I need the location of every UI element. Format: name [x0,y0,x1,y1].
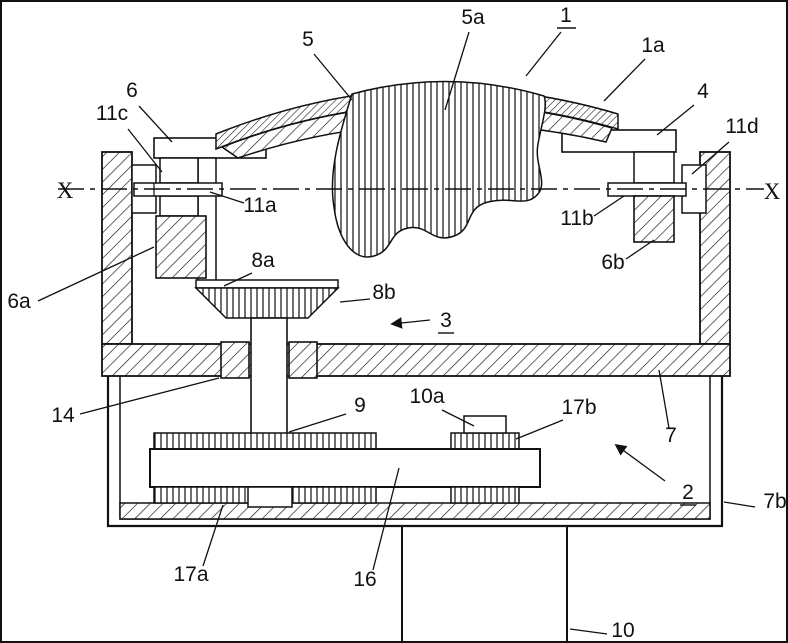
left-support-block [155,215,207,279]
gear-teeth-bottom-right [450,486,520,504]
label-7b: 7b [763,490,786,513]
label-14: 14 [51,404,75,427]
label-6a: 6a [7,290,31,313]
leader-17a [202,504,224,567]
leader-9 [288,413,347,433]
leader-1a [603,58,646,102]
left-pivot-bracket-lower [159,195,199,217]
left-pivot-bracket-upper [159,157,199,184]
label-9: 9 [354,394,366,417]
label-16: 16 [353,568,376,591]
reference-labels: 5 5a 1 1a 4 6 11c 11d X X 11a 11b 6b 6a … [7,4,786,642]
gear-teeth-top-left [153,432,377,450]
bevel-gear [194,287,340,319]
label-1a: 1a [641,34,665,57]
upper-housing-left-wall [101,151,133,345]
lower-housing-outer-wall [106,376,724,528]
label-7: 7 [665,424,677,447]
leader-7 [658,369,670,429]
leader-5a [444,31,470,111]
label-11b: 11b [560,207,593,230]
leader-8b [339,298,371,303]
drive-shaft [250,317,288,450]
label-17a: 17a [173,563,208,586]
label-1: 1 [560,4,572,27]
label-x-left: X [57,178,74,203]
lower-housing-bottom-plate [119,502,711,520]
label-17b: 17b [561,396,596,419]
leader-11b [593,195,625,217]
label-5a: 5a [461,6,485,29]
region-arrow-2 [614,443,666,482]
label-10a: 10a [409,385,444,408]
right-support-block [633,195,675,243]
pinion-block [463,415,507,434]
leader-17b [515,419,564,440]
label-3: 3 [440,309,452,332]
leader-8a [223,272,253,287]
label-8b: 8b [372,281,395,304]
region-arrow-3 [390,317,431,329]
leader-14 [79,377,220,415]
gear-teeth-top-right [450,432,520,450]
label-x-right: X [764,179,781,204]
label-11d: 11d [725,115,758,138]
bevel-gear-top-plate [195,279,339,289]
upper-housing [101,151,731,377]
leader-6 [138,105,173,143]
leader-6a [37,246,155,302]
label-11a: 11a [243,194,277,217]
shaft-bearing-left [220,341,250,379]
upper-housing-floor [101,343,731,377]
label-11c: 11c [96,102,128,125]
right-pivot-assembly [607,151,707,243]
leader-16 [372,467,400,571]
leader-10a [441,409,475,427]
leader-10 [569,628,608,635]
label-10: 10 [611,619,634,642]
shaft-foot-block [247,486,293,508]
label-5: 5 [302,28,314,51]
electrode-blob [331,80,547,258]
label-6b: 6b [601,251,624,274]
leader-1 [525,31,562,77]
right-pivot-bracket [633,151,675,184]
gear-train [149,415,541,508]
leader-11a [209,191,245,204]
leader-5 [313,53,353,101]
leader-4 [656,104,695,136]
gear-plate [149,448,541,488]
leader-7b [723,501,756,508]
leader-11c [127,128,163,173]
shaft-bearing-right [288,341,318,379]
label-2: 2 [682,481,694,504]
leader-lines [37,31,756,635]
leader-6b [625,239,655,260]
leader-11d [691,141,730,175]
label-4: 4 [697,80,709,103]
label-8a: 8a [251,249,275,272]
label-6: 6 [126,79,138,102]
